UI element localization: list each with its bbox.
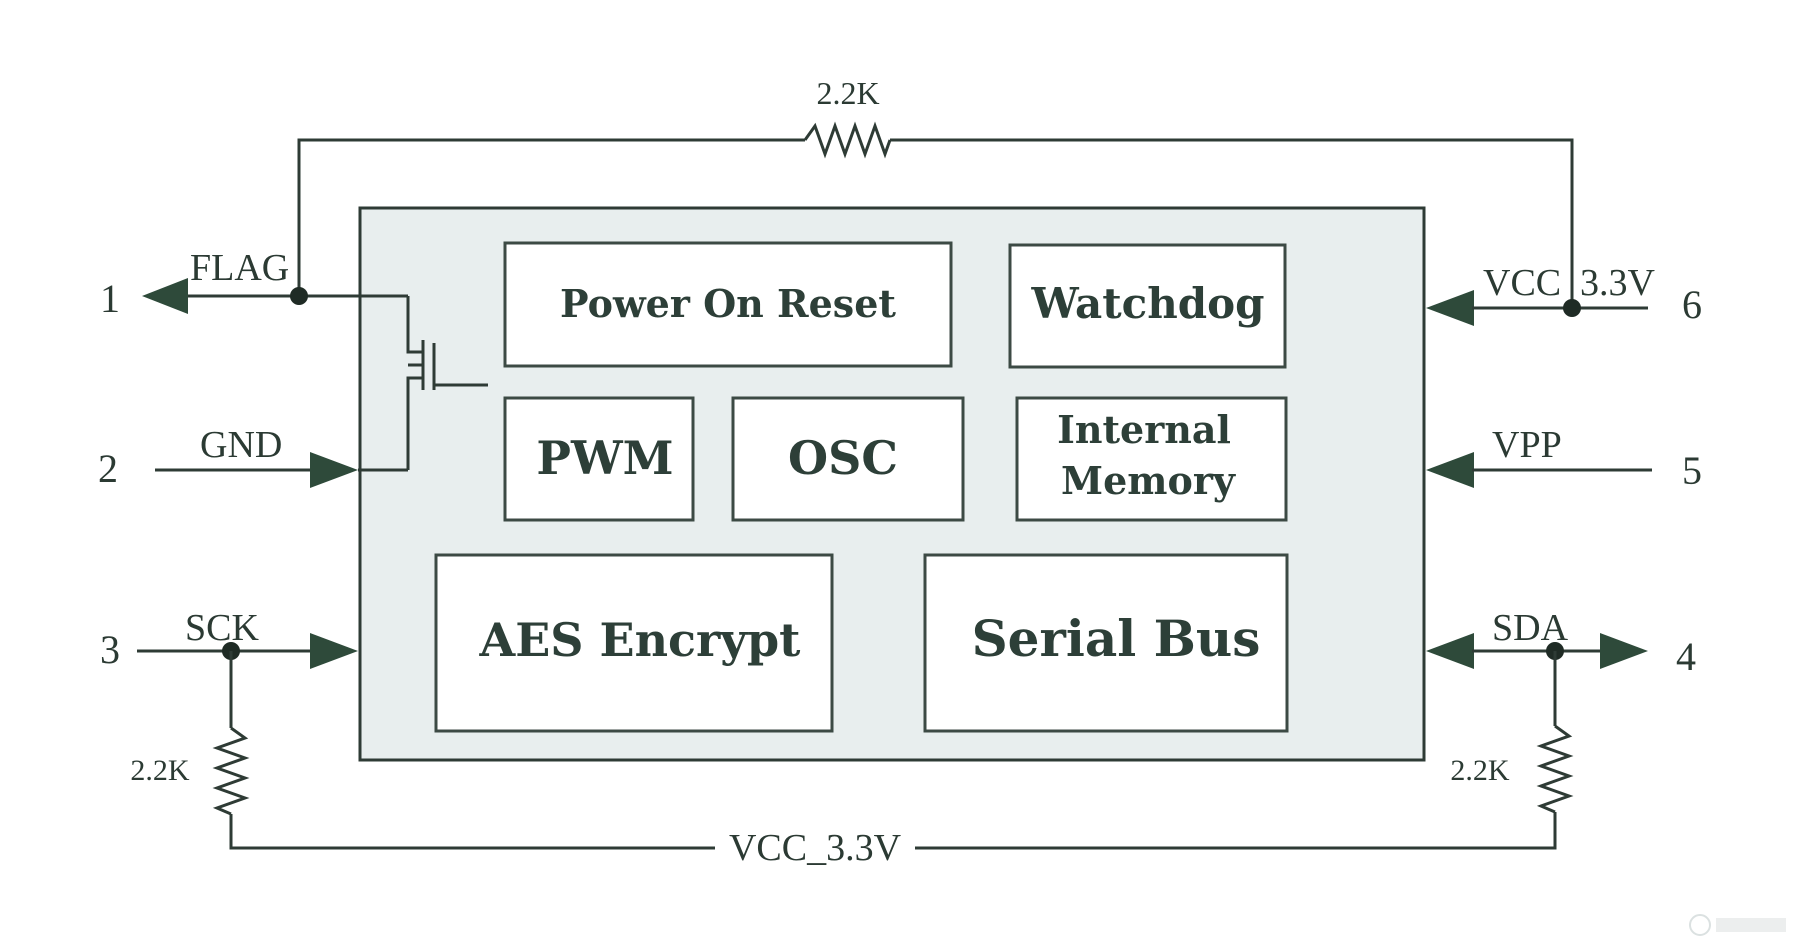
flag-transistor-source (406, 376, 423, 470)
pin-4-name: SDA (1492, 607, 1569, 649)
pin-2-name: GND (200, 424, 282, 466)
pin-5-number: 5 (1682, 448, 1702, 493)
internal-memory-label-line2: Memory (1061, 458, 1236, 503)
pin-3-number: 3 (100, 627, 120, 672)
watchdog-label: Watchdog (1031, 279, 1265, 328)
serial-bus-block: Serial Bus (923, 553, 1289, 733)
pin-6-voltage: 3.3V (1580, 262, 1656, 304)
aes-encrypt-label: AES Encrypt (479, 613, 802, 667)
top-resistor-zigzag (803, 121, 892, 159)
pin-3-name: SCK (185, 607, 259, 649)
internal-memory-label-line1: Internal (1057, 407, 1231, 452)
pwm-block: PWM (503, 396, 695, 522)
pin-2-number: 2 (98, 446, 118, 491)
pin-4-arrow-in (1426, 633, 1474, 669)
vcc-node-dot (1563, 299, 1581, 317)
pin-6-number: 6 (1682, 282, 1702, 327)
pin-6-vcc: 6 VCC 3.3V (1426, 262, 1702, 327)
left-resistor-zigzag (212, 726, 250, 816)
serial-bus-label: Serial Bus (972, 609, 1261, 668)
pin-2-arrow-in (310, 452, 358, 488)
watchdog-block: Watchdog (1008, 243, 1287, 369)
pin-4-arrow-out (1600, 633, 1648, 669)
pin-2-gnd: 2 GND (98, 424, 408, 491)
bottom-vcc-rail: VCC_3.3V (729, 812, 1557, 869)
pin-1-name: FLAG (190, 247, 289, 289)
pin-4-number: 4 (1676, 634, 1696, 679)
pin-6-name: VCC (1483, 262, 1561, 304)
pin-1-number: 1 (100, 276, 120, 321)
bottom-rail-label: VCC_3.3V (729, 827, 902, 869)
pwm-label: PWM (536, 431, 673, 485)
pin-5-arrow-in (1426, 452, 1474, 488)
osc-label: OSC (788, 431, 898, 485)
osc-block: OSC (731, 396, 965, 522)
pin-1-arrow-out (142, 278, 188, 314)
pin-5-vpp: 5 VPP (1426, 424, 1702, 493)
pin-4-sda: 4 SDA 2.2K (1426, 607, 1696, 814)
power-on-reset-label: Power On Reset (560, 281, 896, 326)
power-on-reset-block: Power On Reset (503, 241, 953, 368)
pin-6-arrow-in (1426, 290, 1474, 326)
right-resistor-label: 2.2K (1450, 754, 1510, 787)
top-pullup-wiring: 2.2K (297, 75, 1574, 308)
right-resistor-zigzag (1536, 724, 1574, 814)
flag-node-dot (290, 287, 308, 305)
watermark-logo (1689, 914, 1786, 936)
left-resistor-label: 2.2K (130, 754, 190, 787)
aes-encrypt-block: AES Encrypt (434, 553, 834, 733)
flag-transistor-drain (406, 296, 423, 354)
top-resistor-label: 2.2K (816, 75, 879, 111)
pin-5-name: VPP (1492, 424, 1562, 466)
pin-3-sck: 3 SCK 2.2K (100, 607, 715, 850)
pin-1-flag: 1 FLAG (100, 247, 488, 470)
internal-memory-block: Internal Memory (1015, 396, 1288, 522)
pin-3-arrow-in (310, 633, 358, 669)
